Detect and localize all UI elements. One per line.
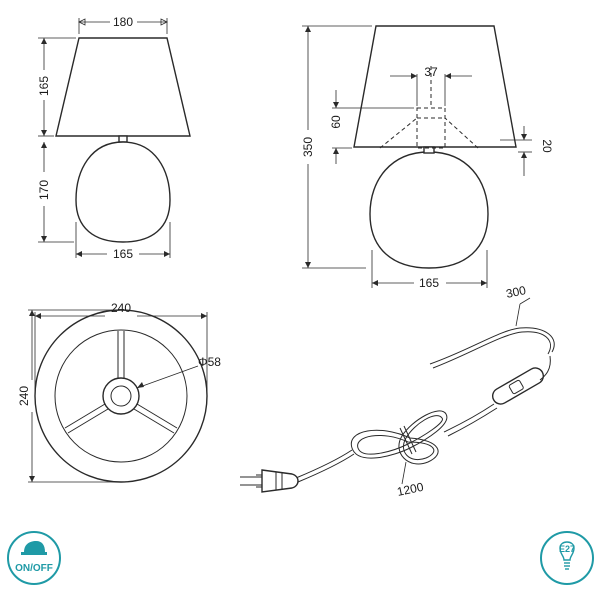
cable-view: 300 1200 <box>240 283 555 499</box>
top-view: 240 240 Φ58 <box>17 301 221 483</box>
top-ring-inner <box>110 385 132 407</box>
cable-switch <box>491 367 545 405</box>
e27-label: E27 <box>559 544 575 554</box>
switch-icon <box>21 541 47 555</box>
cable-cord-length-label: 300 <box>505 283 528 301</box>
front-shade <box>55 37 191 137</box>
cable-coil <box>350 410 448 465</box>
cable-plug <box>261 469 299 493</box>
section-shade <box>353 25 517 148</box>
section-view: 37 60 20 350 165 <box>301 25 554 290</box>
front-base-width-label: 165 <box>113 247 133 261</box>
top-width-label: 240 <box>111 301 131 315</box>
cable-plug-cord-length-label: 1200 <box>396 480 425 499</box>
section-egg-base <box>369 151 489 269</box>
e27-badge: E27 <box>540 531 594 585</box>
section-base-width-label: 165 <box>419 276 439 290</box>
top-height-label: 240 <box>17 386 31 406</box>
section-offset-label: 20 <box>540 139 554 153</box>
top-shade-inner <box>54 329 188 463</box>
front-base-height-label: 170 <box>37 180 51 200</box>
section-overall-height-label: 350 <box>301 137 315 157</box>
front-stem <box>118 135 128 143</box>
top-ring-outer <box>102 377 140 415</box>
front-view: 180 165 170 165 <box>37 15 191 261</box>
on-off-label: ON/OFF <box>15 563 53 574</box>
front-egg-base <box>75 141 171 243</box>
front-width-label: 180 <box>113 15 133 29</box>
top-ring-diameter-label: Φ58 <box>198 355 221 369</box>
section-socket-width-label: 37 <box>424 65 438 79</box>
section-socket-height-label: 60 <box>329 115 343 129</box>
bulb-icon <box>559 541 575 570</box>
on-off-badge: ON/OFF <box>7 531 61 585</box>
section-socket <box>416 107 446 149</box>
front-shade-height-label: 165 <box>37 76 51 96</box>
